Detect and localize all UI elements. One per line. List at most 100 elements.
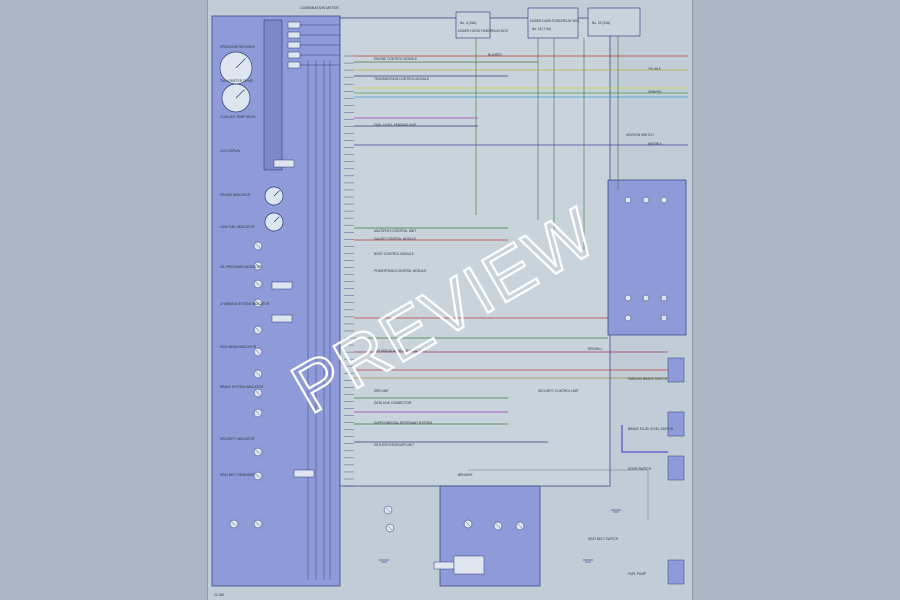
center-label: SUPPLEMENTAL RESTRAINT SYSTEM <box>374 421 432 425</box>
wire-label: RED/BLU <box>588 347 603 351</box>
wire-label: YEL/BLK <box>648 67 662 71</box>
wire-label: BLU/RED <box>488 53 503 57</box>
left-label: SPEEDOMETER DRIVE <box>220 45 255 49</box>
bulb-cross <box>255 521 261 527</box>
bulb-cross <box>387 525 393 531</box>
meter-driver-column <box>263 19 283 171</box>
module-box <box>271 314 293 323</box>
center-labels: ENGINE CONTROL MODULE TRANSMISSION CONTR… <box>374 57 432 447</box>
left-label: CRUISE INDICATOR <box>220 193 251 197</box>
bulb-cross <box>255 410 261 416</box>
left-label: SECURITY INDICATOR <box>220 437 255 441</box>
small-components <box>229 159 685 585</box>
left-label: CHARGING SYSTEM INDICATOR <box>220 302 270 306</box>
bulb-cross <box>255 449 261 455</box>
bulb-cross <box>255 473 261 479</box>
bulb-cross <box>255 371 261 377</box>
relay-contact <box>642 196 650 204</box>
left-label: SEAT BELT REMINDER <box>220 473 255 477</box>
module-box <box>433 561 455 570</box>
wiring-diagram-sheet: COMBINATION METER SPEEDOMETER DRIVE TACH… <box>208 0 692 600</box>
center-label: ABS MODULATOR-CONTROL UNIT <box>374 349 426 353</box>
switch-box <box>667 357 685 383</box>
center-label: TRANSMISSION CONTROL MODULE <box>374 77 429 81</box>
left-label: LCD DISPLAY <box>220 149 241 153</box>
relay-contact <box>660 196 668 204</box>
left-label: COOLANT TEMP DRIVE <box>220 115 256 119</box>
right-label: BRAKE FLUID LEVEL SWITCH <box>628 427 674 431</box>
connector-pins <box>287 21 354 487</box>
relay-contact <box>624 294 632 302</box>
relay-contact <box>660 294 668 302</box>
gauge-symbols <box>219 19 284 232</box>
wire-traces <box>300 24 688 580</box>
main-connector-block <box>339 17 611 487</box>
fuse-box-3 <box>587 7 641 37</box>
center-label: BODY CONTROL MODULE <box>374 252 414 256</box>
header-text: COMBINATION METER <box>300 6 339 10</box>
wiring-diagram: COMBINATION METER SPEEDOMETER DRIVE TACH… <box>211 6 688 597</box>
page-number: 22-188 <box>214 593 224 597</box>
right-label: UNDER-DASH FUSE/RELAY BOX <box>530 19 580 23</box>
switch-box <box>667 455 685 481</box>
module-box <box>271 281 293 290</box>
right-label: SECURITY CONTROL UNIT <box>538 389 579 393</box>
center-label: MULTIPLEX CONTROL UNIT <box>374 229 416 233</box>
bulb-cross <box>255 349 261 355</box>
bulb-cross <box>255 281 261 287</box>
relay-contact <box>660 314 668 322</box>
gauge-needle <box>235 89 245 99</box>
bottom-module-box <box>453 555 485 575</box>
left-label: OIL PRESSURE INDICATOR <box>220 265 262 269</box>
relay-contact <box>624 314 632 322</box>
right-label: IGNITION SWITCH <box>626 133 654 137</box>
fuse-label: No. 22 (10A) <box>592 21 610 25</box>
left-panel-labels: SPEEDOMETER DRIVE TACHOMETER DRIVE COOLA… <box>220 45 270 477</box>
right-label: FUEL PUMP <box>628 572 646 576</box>
bulb-cross <box>255 327 261 333</box>
module-box <box>293 469 315 478</box>
right-label: PARKING BRAKE SWITCH <box>628 377 668 381</box>
fuse-label: No. 4 (15A) <box>460 21 476 25</box>
bulb-cross <box>255 243 261 249</box>
gauge-needle <box>273 190 280 197</box>
bulb-cross <box>255 390 261 396</box>
connector-box <box>287 21 301 29</box>
bulb-cross <box>517 523 523 529</box>
bulb-cross <box>495 523 501 529</box>
right-labels: UNDER-HOOD FUSE/RELAY BOX UNDER-DASH FUS… <box>458 19 674 576</box>
fuse-labels: No. 4 (15A) No. 18 (7.5A) No. 22 (10A) <box>460 21 610 31</box>
gauge-needle <box>235 58 246 69</box>
relay-contact <box>642 294 650 302</box>
center-label: ENGINE CONTROL MODULE <box>374 57 417 61</box>
fuse-box-1 <box>455 11 491 39</box>
center-label: GAUGE CONTROL MODULE <box>374 237 416 241</box>
connector-box <box>287 61 301 69</box>
center-label: FUEL LEVEL SENDING UNIT <box>374 123 417 127</box>
switch-box <box>667 559 685 585</box>
right-label: DOOR SWITCH <box>628 467 652 471</box>
gauge-needle <box>273 216 280 223</box>
switch-box <box>667 411 685 437</box>
right-label: SEAT BELT SWITCH <box>588 537 619 541</box>
wire-label: GRN/YEL <box>648 90 662 94</box>
left-label: TACHOMETER DRIVE <box>220 79 253 83</box>
bulb-cross <box>385 507 391 513</box>
wire-color-labels: BLU/RED YEL/BLK GRN/YEL WHT/BLK RED/BLU … <box>458 53 663 477</box>
left-label: LOW FUEL INDICATOR <box>220 225 255 229</box>
center-label: KEYLESS RECEIVER UNIT <box>374 443 414 447</box>
center-label: SRS UNIT <box>374 389 389 393</box>
connector-box <box>287 31 301 39</box>
bulb-cross <box>231 521 237 527</box>
bulb-cross <box>255 263 261 269</box>
module-box <box>273 159 295 168</box>
center-label: DATA LINK CONNECTOR <box>374 401 412 405</box>
relay-contact <box>624 196 632 204</box>
blue-wire <box>621 425 668 453</box>
wire-label: WHT/BLK <box>648 142 663 146</box>
left-label: BRAKE SYSTEM INDICATOR <box>220 385 264 389</box>
center-label: POWERTRAIN CONTROL MODULE <box>374 269 426 273</box>
connector-box <box>287 51 301 59</box>
wire-label: BRN/WHT <box>458 473 473 477</box>
